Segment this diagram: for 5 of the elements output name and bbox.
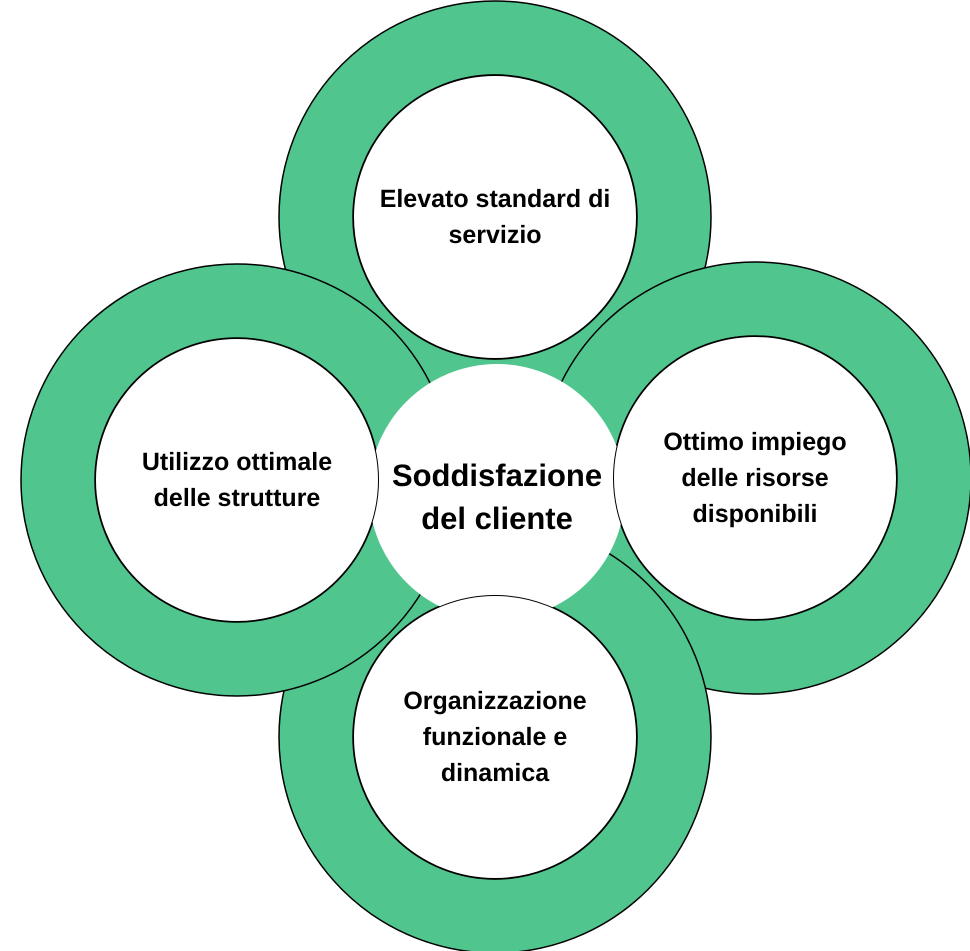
circle-label: Utilizzo ottimale delle strutture — [140, 446, 334, 514]
circle-label: Elevato standard di servizio — [378, 184, 612, 251]
circle-label: Ottimo impiego delle risorse disponibili — [662, 426, 848, 530]
circle-label: Organizzazione funzionale e dinamica — [402, 686, 588, 790]
center-title: Soddisfazione del cliente — [390, 456, 604, 538]
